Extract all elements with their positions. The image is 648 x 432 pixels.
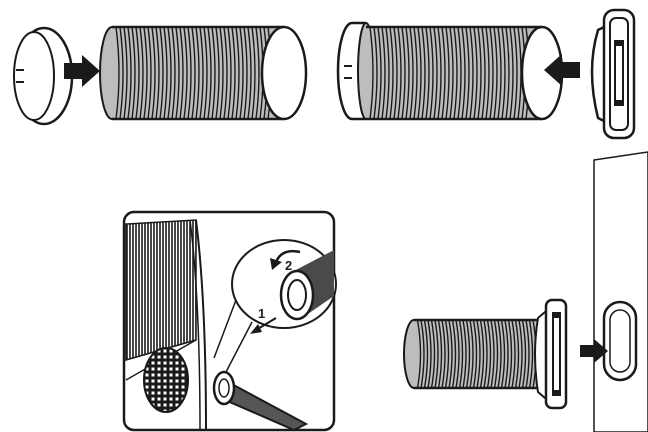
- window-slider-panel: [594, 152, 648, 432]
- unit-exhaust-vent: [144, 348, 188, 412]
- round-adapter: [14, 28, 72, 124]
- panel-step-2: [338, 10, 634, 138]
- window-adapter: [592, 10, 634, 138]
- step-label-2: 2: [285, 258, 292, 273]
- panel-step-3-inset: 2 1: [124, 212, 336, 430]
- hose-assembly: [404, 300, 566, 408]
- step-label-1: 1: [258, 306, 265, 321]
- flexible-hose: [100, 27, 306, 119]
- flexible-hose-with-adapter: [338, 23, 562, 119]
- panel-step-1: [14, 27, 306, 124]
- panel-step-4: [404, 152, 648, 432]
